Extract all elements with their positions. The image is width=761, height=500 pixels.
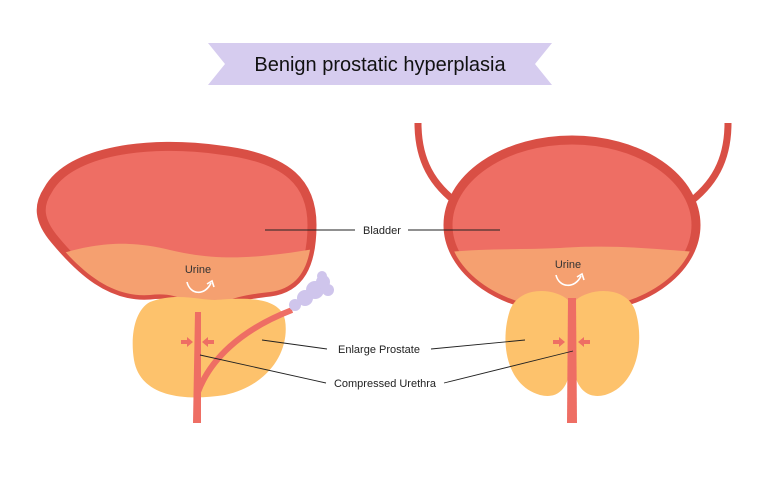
labels (199, 229, 574, 384)
right-urethra (567, 298, 577, 423)
left-urethra (193, 312, 201, 423)
right-compression-arrows (553, 337, 590, 347)
right-urine-label: Urine (555, 259, 581, 271)
left-ejaculatory-duct (195, 307, 294, 394)
left-diagram: Urine (36, 141, 334, 423)
left-urine-flow-arrow-icon (186, 281, 212, 294)
right-ureter (683, 122, 732, 208)
right-urine-flow-arrow-icon (555, 274, 582, 287)
enlarge-prostate-label: Enlarge Prostate (338, 344, 420, 356)
left-urine-label: Urine (185, 264, 211, 276)
bladder-label: Bladder (363, 225, 401, 237)
right-diagram: Urine (414, 122, 732, 423)
left-prostate (132, 296, 286, 398)
left-seminal-vesicle (289, 271, 334, 311)
title-banner: Benign prostatic hyperplasia (208, 43, 552, 85)
compressed-urethra-label: Compressed Urethra (334, 378, 437, 390)
page-title: Benign prostatic hyperplasia (254, 54, 506, 76)
left-compression-arrows (181, 337, 214, 347)
right-prostate (505, 290, 640, 396)
